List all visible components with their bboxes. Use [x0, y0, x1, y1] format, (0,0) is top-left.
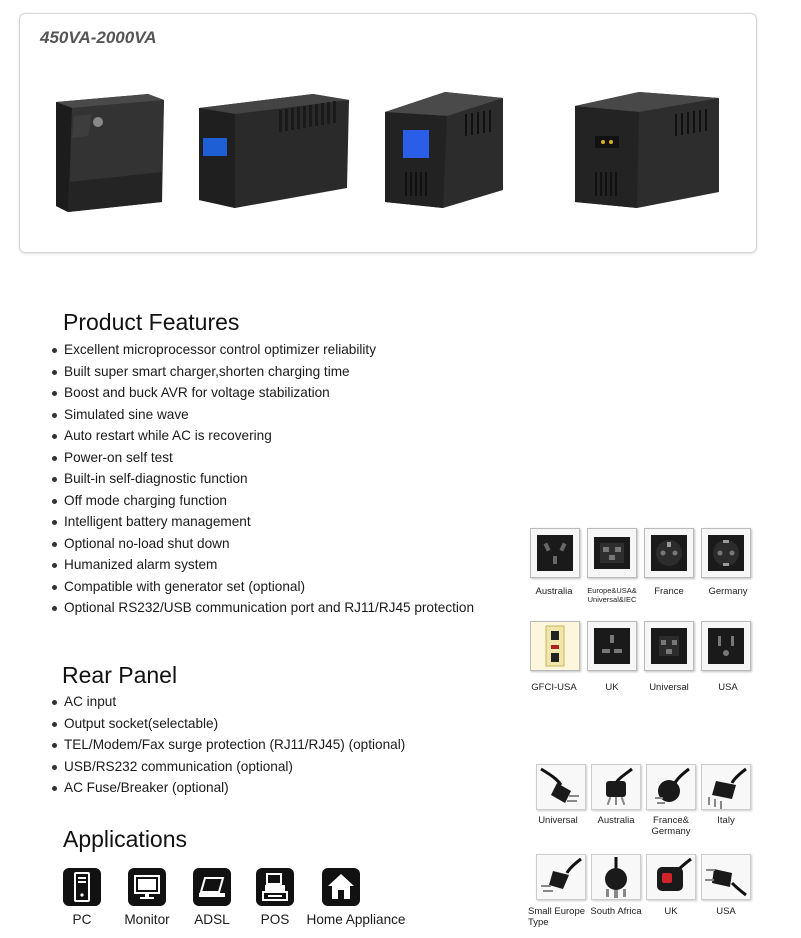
socket-usa-image: [701, 621, 751, 671]
plug-caption-small-europe: Small Europe Type: [516, 906, 598, 928]
feature-item: Optional no-load shut down: [50, 533, 474, 555]
app-label-home-appliance: Home Appliance: [306, 912, 406, 927]
rear-panel-item: AC input: [50, 691, 405, 713]
ups-unit-2-image: [199, 94, 349, 208]
product-features-title: Product Features: [63, 309, 240, 335]
product-banner: [19, 13, 757, 253]
feature-item: Simulated sine wave: [50, 404, 474, 426]
socket-caption-universal: Universal: [649, 682, 689, 693]
rear-panel-item: TEL/Modem/Fax surge protection (RJ11/RJ4…: [50, 734, 405, 756]
feature-item: Intelligent battery management: [50, 511, 474, 533]
feature-item: Built-in self-diagnostic function: [50, 468, 474, 490]
pos-icon: [256, 868, 294, 906]
socket-caption-australia: Australia: [535, 586, 573, 597]
plug-caption-universal: Universal: [538, 815, 578, 826]
socket-france-image: [644, 528, 694, 578]
pc-icon: [63, 868, 101, 906]
plug-caption-australia: Australia: [597, 815, 635, 826]
plug-italy-image: [701, 764, 751, 810]
socket-europe-usa-universal-iec-image: [587, 528, 637, 578]
rear-panel-title: Rear Panel: [62, 662, 178, 688]
socket-germany-image: [701, 528, 751, 578]
feature-item: Built super smart charger,shorten chargi…: [50, 361, 474, 383]
feature-item: Power-on self test: [50, 447, 474, 469]
rear-panel-item: Output socket(selectable): [50, 713, 405, 735]
app-label-monitor: Monitor: [124, 912, 170, 927]
plug-usa-image: [701, 854, 751, 900]
socket-uk-image: [587, 621, 637, 671]
app-label-pos: POS: [260, 912, 290, 927]
feature-item: Humanized alarm system: [50, 554, 474, 576]
adsl-icon: [193, 868, 231, 906]
monitor-icon: [128, 868, 166, 906]
plug-caption-line: Small Europe: [528, 906, 586, 917]
socket-caption-uk: UK: [605, 682, 619, 693]
plug-caption-line: France&: [653, 815, 689, 826]
plug-universal-image: [536, 764, 586, 810]
plug-caption-uk: UK: [664, 906, 678, 917]
socket-caption-europe-usa: Europe&USA& Universal&IEC: [572, 586, 652, 604]
plug-south-africa-image: [591, 854, 641, 900]
banner-title: 450VA-2000VA: [40, 28, 157, 47]
feature-item: Optional RS232/USB communication port an…: [50, 597, 474, 619]
feature-item: Excellent microprocessor control optimiz…: [50, 339, 474, 361]
plug-caption-south-africa: South Africa: [590, 906, 642, 917]
rear-panel-item: AC Fuse/Breaker (optional): [50, 777, 405, 799]
plug-small-europe-image: [536, 854, 586, 900]
feature-item: Off mode charging function: [50, 490, 474, 512]
app-label-adsl: ADSL: [194, 912, 230, 927]
app-label-pc: PC: [72, 912, 92, 927]
ups-unit-1-image: [56, 94, 164, 212]
rear-panel-list: AC input Output socket(selectable) TEL/M…: [50, 691, 405, 799]
socket-gfci-usa-image: [530, 621, 580, 671]
socket-universal-image: [644, 621, 694, 671]
socket-caption-france: France: [654, 586, 684, 597]
product-features-list: Excellent microprocessor control optimiz…: [50, 339, 474, 619]
socket-caption-gfci-usa: GFCI-USA: [531, 682, 577, 693]
ups-unit-4-image: [575, 92, 719, 208]
feature-item: Boost and buck AVR for voltage stabiliza…: [50, 382, 474, 404]
plug-caption-italy: Italy: [717, 815, 735, 826]
socket-caption-line: Universal&IEC: [587, 595, 637, 604]
home-appliance-icon: [322, 868, 360, 906]
socket-caption-germany: Germany: [708, 586, 748, 597]
plug-australia-image: [591, 764, 641, 810]
plug-uk-image: [646, 854, 696, 900]
ups-unit-3-image: [385, 92, 503, 208]
socket-caption-usa: USA: [718, 682, 738, 693]
plug-caption-line: Germany: [651, 826, 691, 837]
plug-caption-line: Type: [528, 917, 549, 928]
plug-france-germany-image: [646, 764, 696, 810]
applications-title: Applications: [63, 826, 188, 852]
feature-item: Auto restart while AC is recovering: [50, 425, 474, 447]
plug-caption-france-germany: France& Germany: [631, 815, 711, 837]
socket-caption-line: Europe&USA&: [587, 586, 637, 595]
plug-caption-usa: USA: [716, 906, 736, 917]
feature-item: Compatible with generator set (optional): [50, 576, 474, 598]
rear-panel-item: USB/RS232 communication (optional): [50, 756, 405, 778]
socket-australia-image: [530, 528, 580, 578]
